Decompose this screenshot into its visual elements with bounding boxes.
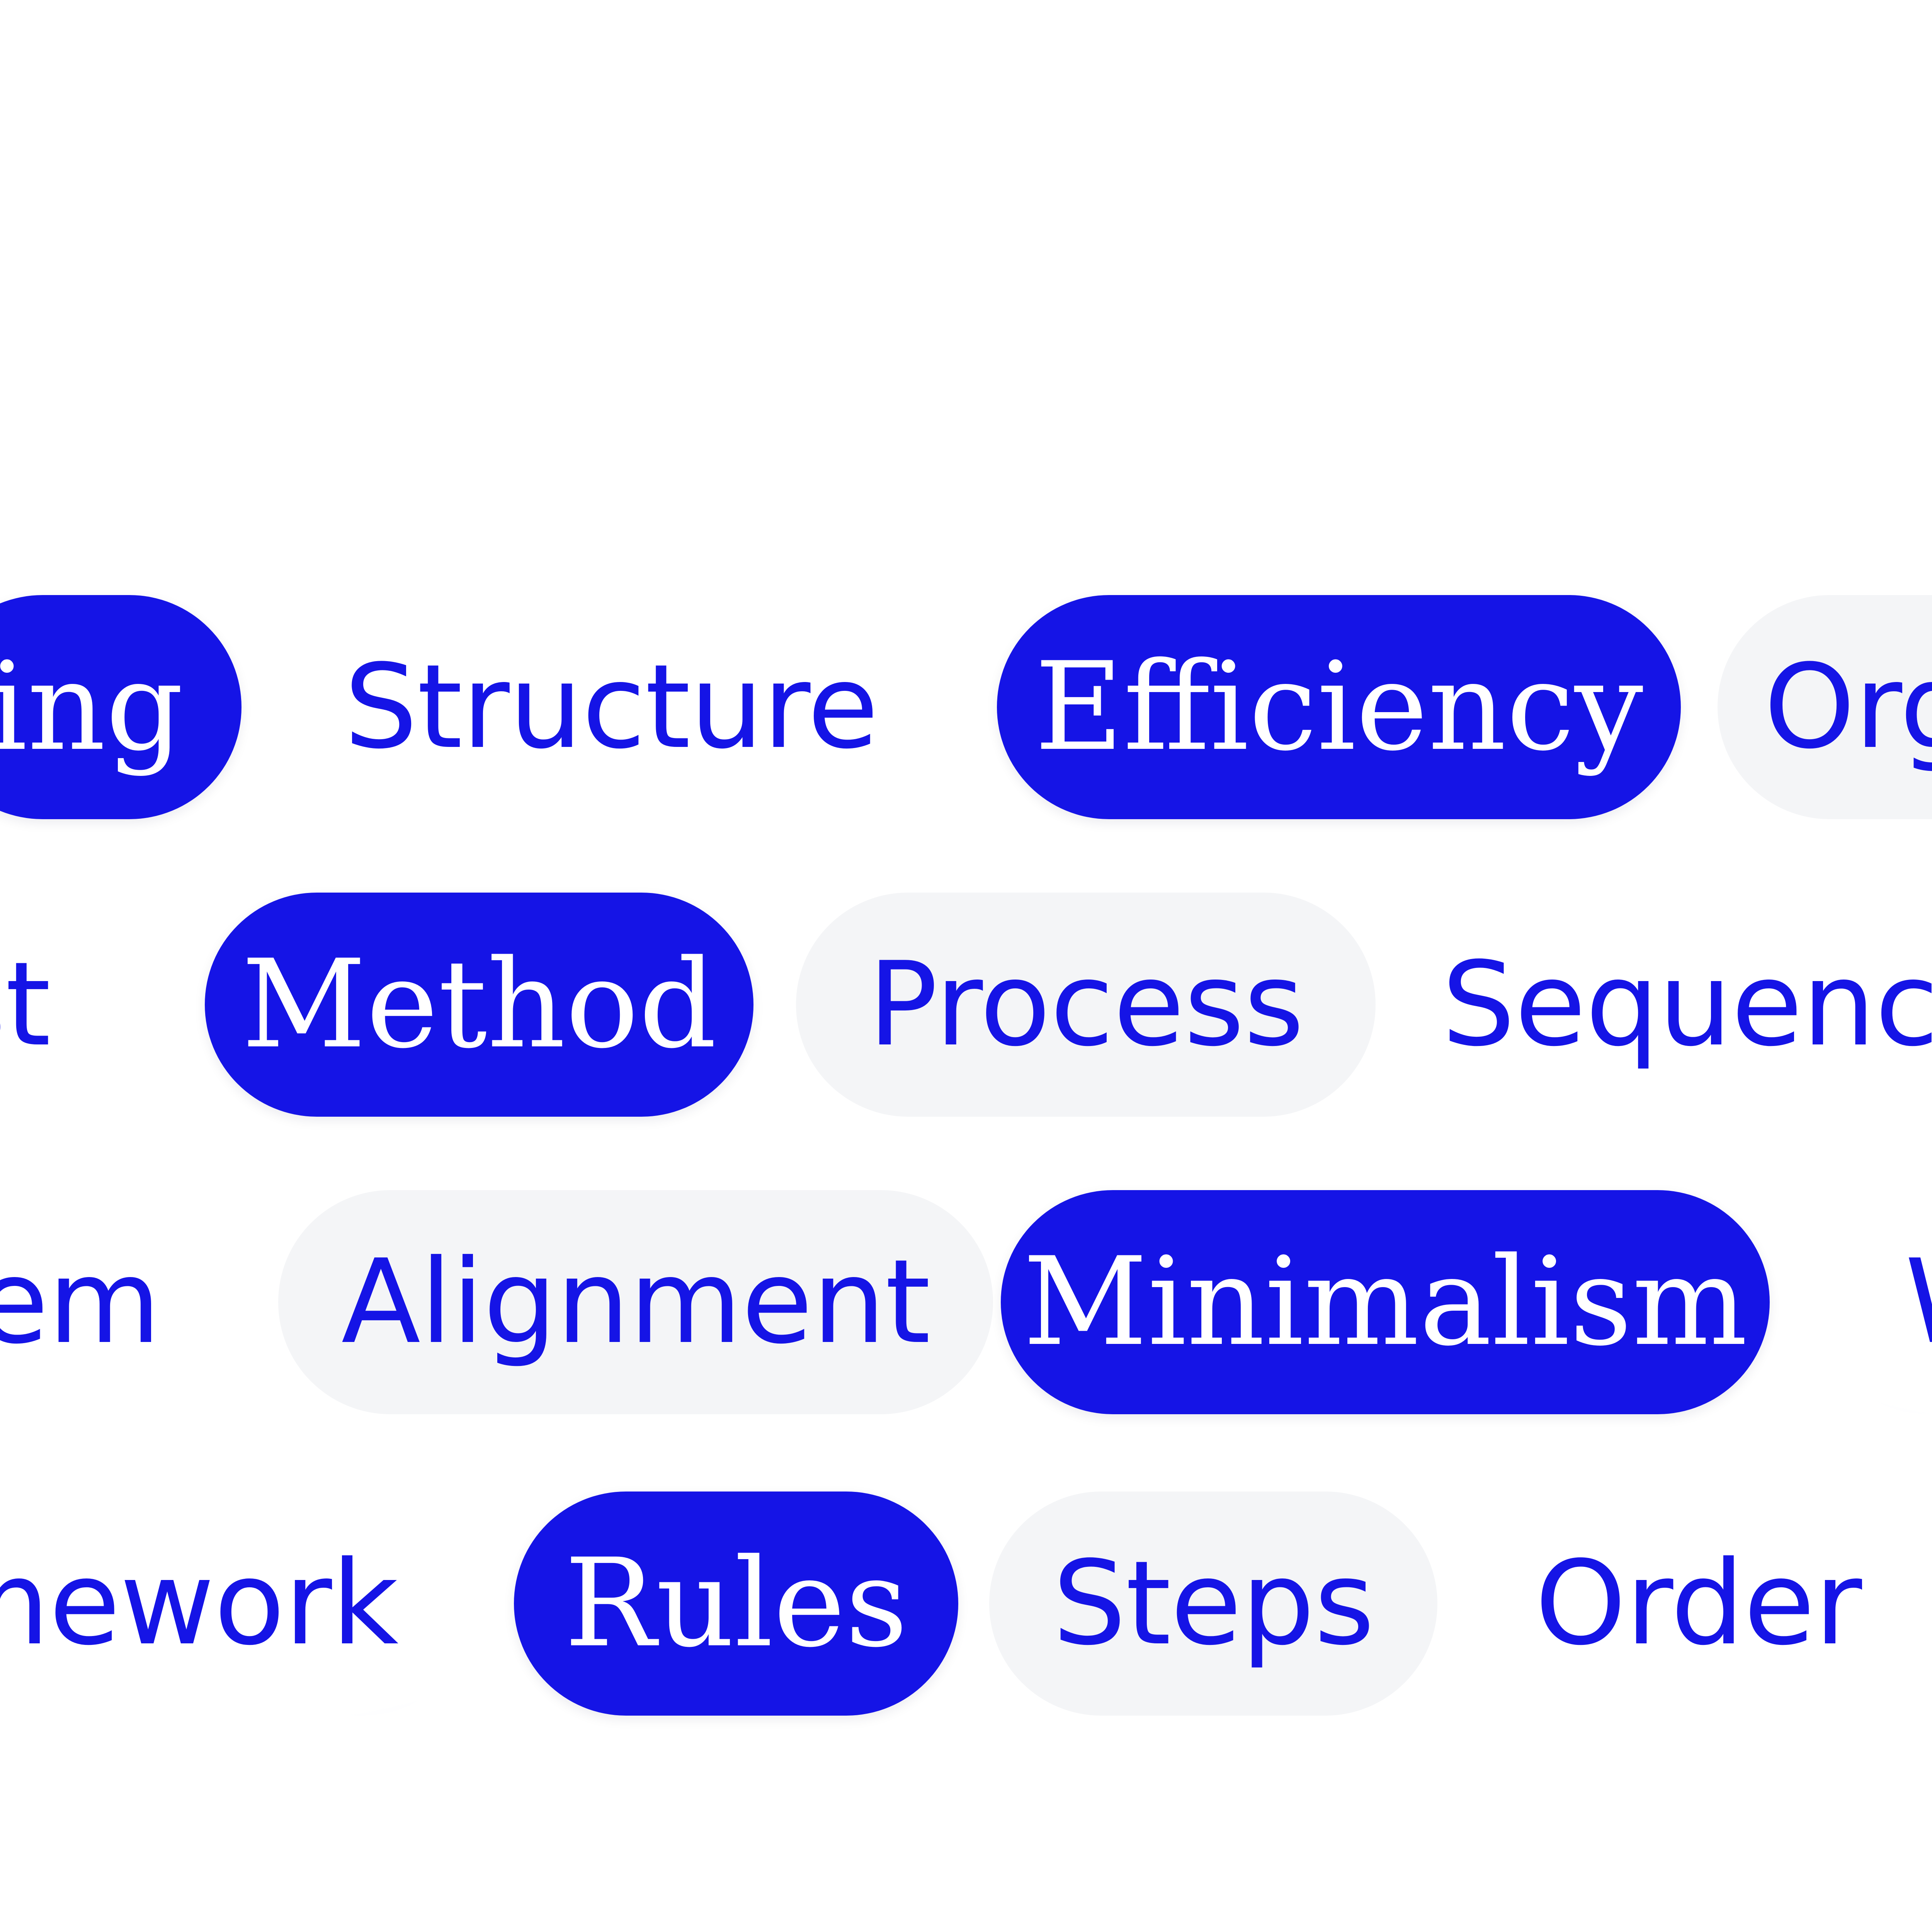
tag-label: tem [0, 1235, 161, 1369]
tag-pill-minimalism[interactable]: Minimalism [1001, 1190, 1770, 1414]
tag-pill-st-partial[interactable]: st [0, 893, 182, 1117]
tag-label: Steps [1053, 1536, 1374, 1671]
tag-label: Method [242, 934, 717, 1075]
tag-pill-process[interactable]: Process [796, 893, 1376, 1117]
tag-pill-efficiency[interactable]: Efficiency [997, 595, 1681, 819]
tag-label: ing [0, 636, 184, 778]
tag-pill-tem-partial[interactable]: tem [0, 1190, 257, 1414]
tag-pill-organiza-partial[interactable]: Organiza [1718, 595, 1932, 819]
tag-pill-alignment[interactable]: Alignment [278, 1190, 993, 1414]
tag-label: Alignment [341, 1235, 930, 1369]
tag-label: st [0, 937, 51, 1072]
tag-label: Process [868, 937, 1304, 1072]
tag-pill-workflow-partial[interactable]: Workf [1816, 1190, 1932, 1414]
tag-pill-structure[interactable]: Structure [260, 595, 962, 819]
tag-label: Efficiency [1034, 636, 1643, 778]
tag-pill-method[interactable]: Method [205, 893, 753, 1117]
tag-label: Minimalism [1023, 1231, 1748, 1373]
tag-pill-ing-partial[interactable]: ing [0, 595, 242, 819]
tag-label: Structure [344, 639, 879, 774]
tag-label: Order [1535, 1536, 1862, 1671]
tag-pill-steps[interactable]: Steps [989, 1492, 1437, 1716]
tag-label: Organiza [1764, 639, 1932, 774]
tag-label: Rules [564, 1532, 908, 1674]
tag-pill-rules[interactable]: Rules [514, 1492, 958, 1716]
tag-pill-order[interactable]: Order [1468, 1492, 1928, 1716]
tag-label: Workf [1905, 1244, 1932, 1360]
